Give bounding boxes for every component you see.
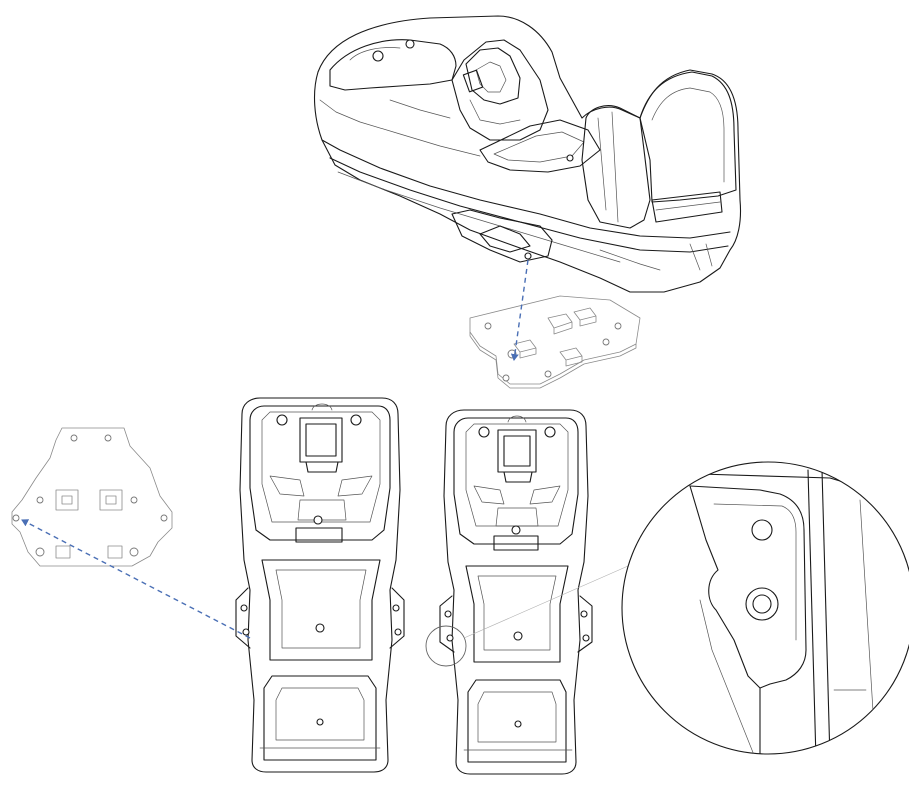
- mounting-plate-flat-view: [11, 427, 173, 567]
- cradle-isometric-view: [314, 15, 742, 293]
- callout-leader: [463, 565, 629, 639]
- callout-circle-icon: [425, 625, 467, 667]
- dashed-guide-arrow-icon: [21, 519, 251, 639]
- cradle-bottom-view-right: [439, 409, 593, 775]
- dashed-guide-arrow-icon: [510, 259, 529, 361]
- detail-zoom-view: [621, 461, 909, 755]
- mounting-plate-isometric-view: [469, 295, 641, 389]
- cradle-bottom-view-left: [235, 397, 405, 773]
